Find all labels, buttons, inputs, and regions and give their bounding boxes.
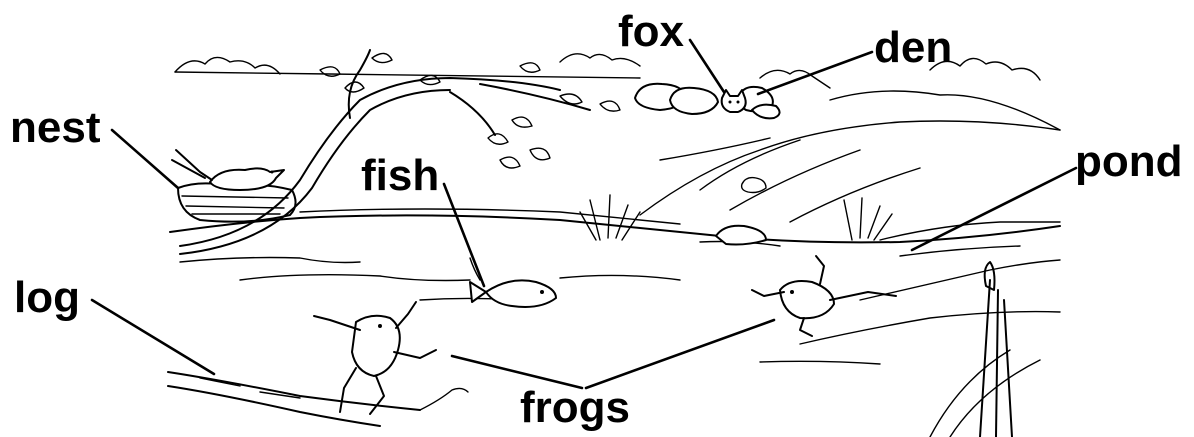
label-fish: fish	[361, 154, 439, 198]
fox-drawing	[722, 90, 746, 112]
leader-frogs-right	[586, 320, 774, 388]
leader-nest	[112, 130, 178, 188]
den-rocks	[635, 84, 780, 119]
pond-water	[170, 209, 1060, 364]
leader-log	[92, 300, 214, 374]
shore-rock	[716, 226, 766, 245]
label-fox: fox	[618, 10, 684, 54]
label-log: log	[14, 276, 80, 320]
nest-drawing	[172, 150, 296, 222]
leader-pond	[912, 168, 1076, 250]
label-frogs: frogs	[520, 386, 630, 430]
small-animal-drawing	[742, 178, 766, 193]
leader-den	[758, 52, 872, 94]
leader-fish	[444, 184, 484, 286]
leader-fox	[690, 40, 724, 92]
hillside	[640, 121, 1060, 240]
label-nest: nest	[10, 106, 100, 150]
frog-left-drawing	[314, 302, 436, 414]
log-drawing	[168, 372, 468, 426]
label-den: den	[874, 26, 952, 70]
label-pond: pond	[1075, 140, 1183, 184]
